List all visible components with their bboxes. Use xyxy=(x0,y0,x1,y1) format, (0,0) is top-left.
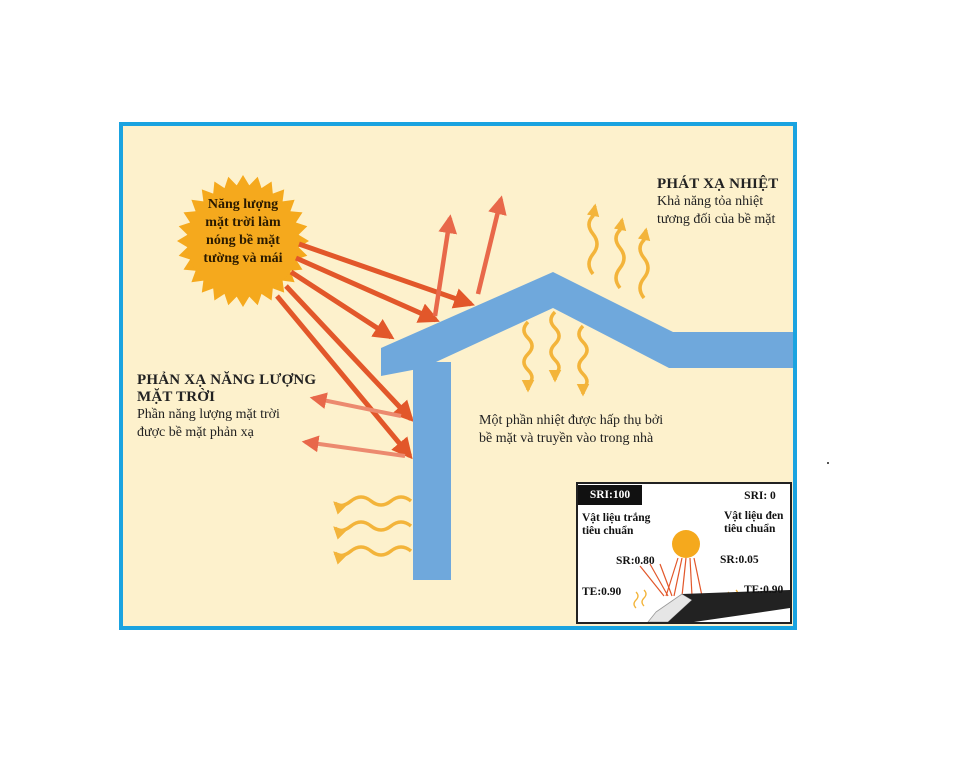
reflection-heading-line: MẶT TRỜI xyxy=(137,389,216,405)
absorption-label: Một phần nhiệt được hấp thụ bởi bề mặt v… xyxy=(479,412,663,448)
black-material-line: Vật liệu đen xyxy=(724,510,784,522)
emission-desc-line: tương đối của bề mặt xyxy=(657,212,776,227)
sun-caption-line: nóng bề mặt xyxy=(206,233,280,248)
sun-caption-line: Năng lượng xyxy=(207,197,279,212)
sun-caption: Năng lượng mặt trời làm nóng bề mặt tườn… xyxy=(189,196,297,268)
absorption-desc-line: Một phần nhiệt được hấp thụ bởi xyxy=(479,413,664,428)
emission-desc-line: Khả năng tỏa nhiệt xyxy=(657,194,764,209)
thermal-emission-arrows xyxy=(586,203,651,300)
reflection-label: PHẢN XẠ NĂNG LƯỢNG MẶT TRỜI Phần năng lư… xyxy=(137,372,316,442)
sri-comparison-inset: SRI:100 SRI: 0 Vật liệu trắng tiêu chuẩn… xyxy=(576,482,792,624)
sri-white-badge: SRI:100 xyxy=(578,485,642,505)
black-material-sample xyxy=(668,590,790,622)
sun-caption-line: tường và mái xyxy=(203,251,283,266)
reflection-desc-line: được bề mặt phản xạ xyxy=(137,425,254,440)
reflection-desc-line: Phần năng lượng mặt trời xyxy=(137,407,280,422)
sun-icon xyxy=(177,175,309,307)
te-black-value: TE:0.90 xyxy=(744,584,784,596)
sri-black-badge: SRI: 0 xyxy=(736,488,784,504)
diagram-frame: Năng lượng mặt trời làm nóng bề mặt tườn… xyxy=(119,122,797,630)
inset-ray-arrows xyxy=(639,557,703,597)
solar-radiation-arrows xyxy=(275,241,475,460)
reflection-heading-line: PHẢN XẠ NĂNG LƯỢNG xyxy=(137,372,317,388)
reflected-left-arrows xyxy=(301,392,406,458)
black-material-label: Vật liệu đen tiêu chuẩn xyxy=(724,510,783,536)
house-shape xyxy=(381,272,793,580)
stray-dot xyxy=(827,462,829,464)
black-material-line: tiêu chuẩn xyxy=(724,523,776,535)
inset-graphic xyxy=(633,530,790,622)
inset-sun-icon xyxy=(672,530,700,558)
solar-reflection-diagram xyxy=(177,175,793,580)
white-material-line: Vật liệu trắng xyxy=(582,512,651,524)
absorption-desc-line: bề mặt và truyền vào trong nhà xyxy=(479,431,654,446)
wall-emission-arrows xyxy=(333,495,413,565)
emission-heading: PHÁT XẠ NHIỆT xyxy=(657,176,779,192)
te-white-value: TE:0.90 xyxy=(582,586,622,598)
absorbed-heat-arrows xyxy=(521,310,590,397)
sr-white-value: SR:0.80 xyxy=(616,555,655,567)
reflected-up-arrows xyxy=(432,195,507,317)
white-material-line: tiêu chuẩn xyxy=(582,525,634,537)
emission-label: PHÁT XẠ NHIỆT Khả năng tỏa nhiệt tương đ… xyxy=(657,176,779,229)
white-material-label: Vật liệu trắng tiêu chuẩn xyxy=(582,512,650,538)
sr-black-value: SR:0.05 xyxy=(720,554,759,566)
sun-caption-line: mặt trời làm xyxy=(205,215,281,230)
